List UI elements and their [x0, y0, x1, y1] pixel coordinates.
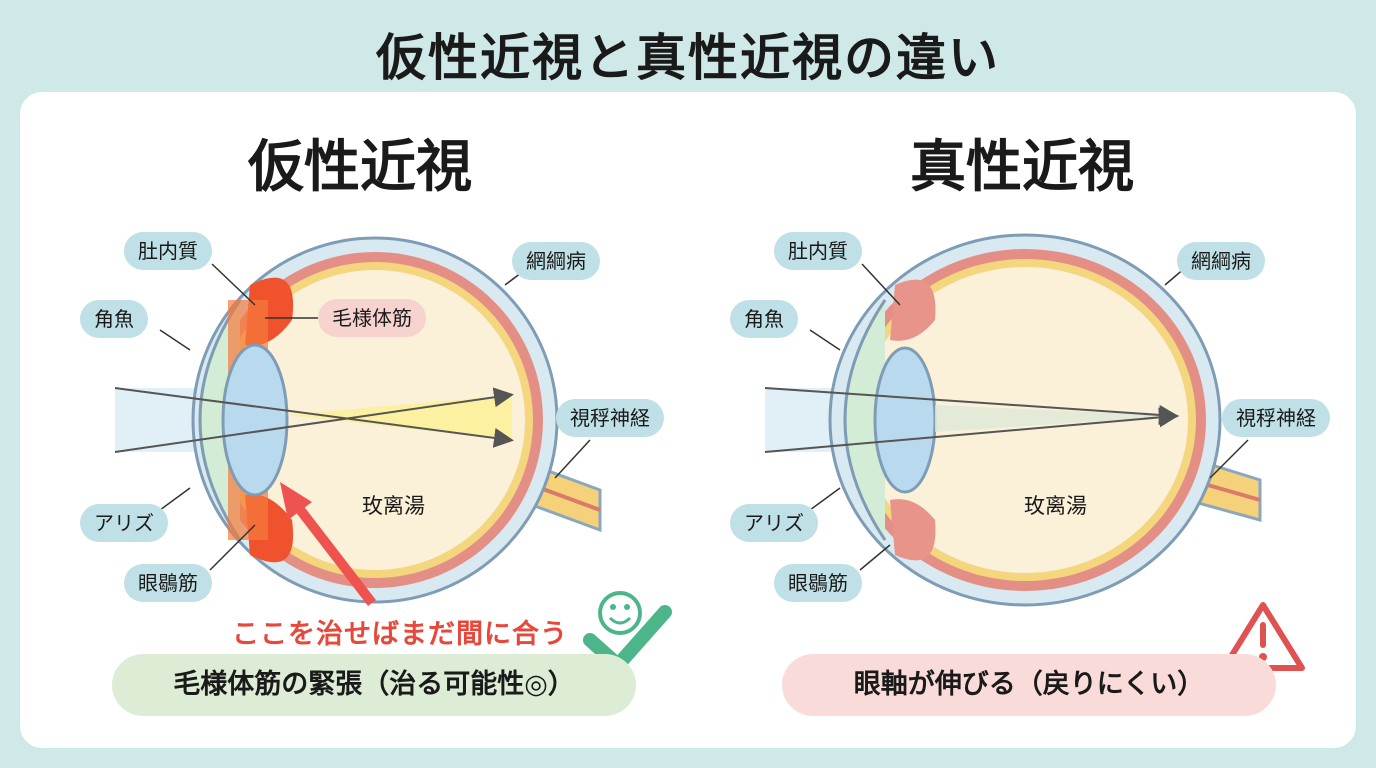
- left-label-top-left: 肚内質: [124, 232, 212, 270]
- right-label-top-left: 肚内質: [774, 232, 862, 270]
- left-label-ciliary: 毛様体筋: [318, 299, 426, 337]
- left-label-optic-nerve: 視稃神経: [556, 399, 664, 437]
- left-panel-heading: 仮性近視: [210, 122, 510, 203]
- right-label-optic-nerve: 視稃神経: [1222, 399, 1330, 437]
- right-eye: [765, 235, 1260, 605]
- right-lens: [875, 348, 935, 492]
- left-eye: [115, 238, 600, 603]
- left-callout: ここを治せばまだ間に合う: [232, 612, 568, 651]
- left-lens: [223, 345, 287, 495]
- right-label-cornea: 角魚: [730, 300, 798, 338]
- left-label-retina: 網綱病: [512, 242, 600, 280]
- left-label-vitreous: 玫离湯: [362, 490, 425, 520]
- left-summary-box: 毛様体筋の緊張（治る可能性◎）: [112, 654, 636, 716]
- left-label-cornea: 角魚: [80, 300, 148, 338]
- right-label-iris: アリズ: [730, 504, 818, 542]
- smiley-icon: [600, 593, 640, 633]
- left-label-iris: アリズ: [80, 504, 168, 542]
- right-label-vitreous: 玫离湯: [1024, 490, 1087, 520]
- right-label-retina: 網綱病: [1177, 242, 1265, 280]
- left-label-bottom-left: 眼鶡筋: [124, 564, 212, 602]
- right-summary-box: 眼軸が伸びる（戻りにくい）: [782, 654, 1276, 716]
- right-panel-heading: 真性近視: [872, 122, 1172, 203]
- right-label-bottom-left: 眼鶡筋: [774, 564, 862, 602]
